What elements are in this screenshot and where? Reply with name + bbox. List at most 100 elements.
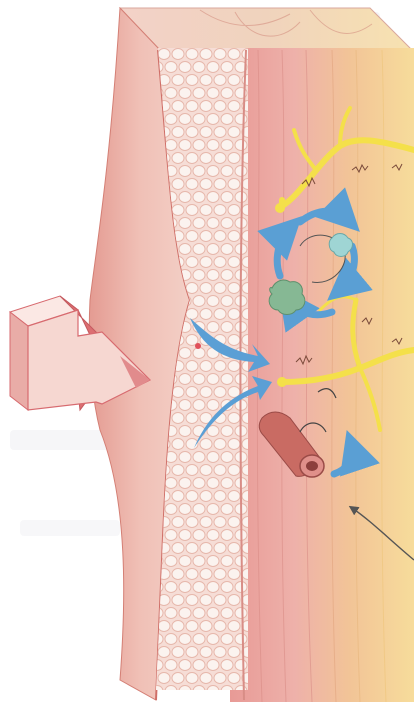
fat-cell bbox=[221, 530, 233, 541]
fat-cell bbox=[214, 101, 226, 112]
fat-cell bbox=[179, 88, 191, 99]
fat-cell bbox=[172, 569, 184, 580]
fat-cell bbox=[200, 231, 212, 242]
fat-cell bbox=[207, 452, 219, 463]
fat-cell bbox=[221, 374, 233, 385]
fat-cell bbox=[235, 114, 247, 125]
fat-cell bbox=[221, 660, 233, 671]
fat-cell bbox=[193, 634, 205, 645]
fat-cell bbox=[165, 608, 177, 619]
fat-cell bbox=[186, 595, 198, 606]
nerve-ending-bottom bbox=[277, 377, 287, 387]
fat-cell bbox=[179, 478, 191, 489]
fat-cell bbox=[207, 140, 219, 151]
fat-cell bbox=[179, 504, 191, 515]
fat-cell bbox=[179, 608, 191, 619]
fat-cell bbox=[228, 569, 240, 580]
fat-cell bbox=[214, 621, 226, 632]
fat-cell bbox=[221, 504, 233, 515]
fat-cell bbox=[186, 127, 198, 138]
fat-cell bbox=[200, 283, 212, 294]
fat-cell bbox=[228, 647, 240, 658]
fat-cell bbox=[207, 218, 219, 229]
fat-cell bbox=[200, 647, 212, 658]
fat-cell bbox=[221, 88, 233, 99]
fat-cell bbox=[228, 595, 240, 606]
fat-cell bbox=[228, 491, 240, 502]
fat-cell bbox=[228, 75, 240, 86]
fat-cell bbox=[228, 127, 240, 138]
fat-cell bbox=[193, 218, 205, 229]
fat-cell bbox=[193, 504, 205, 515]
fat-cell bbox=[165, 686, 177, 697]
fat-cell bbox=[214, 283, 226, 294]
fat-cell bbox=[172, 153, 184, 164]
fat-cell bbox=[214, 439, 226, 450]
fat-cell bbox=[186, 179, 198, 190]
fat-cell bbox=[207, 660, 219, 671]
fat-cell bbox=[186, 283, 198, 294]
fat-cell bbox=[193, 62, 205, 73]
fat-cell bbox=[200, 49, 212, 60]
fat-cell bbox=[186, 387, 198, 398]
fat-cell bbox=[172, 101, 184, 112]
fat-cell bbox=[186, 647, 198, 658]
fat-cell bbox=[193, 608, 205, 619]
fat-cell bbox=[200, 621, 212, 632]
fat-cell bbox=[193, 530, 205, 541]
fat-cell bbox=[200, 569, 212, 580]
nerve-ending-top bbox=[275, 203, 285, 213]
fat-cell bbox=[158, 621, 170, 632]
fat-cell bbox=[172, 205, 184, 216]
fat-cell bbox=[179, 530, 191, 541]
fat-cell bbox=[186, 465, 198, 476]
fat-cell bbox=[207, 62, 219, 73]
fat-cell bbox=[158, 673, 170, 684]
fat-cell bbox=[214, 75, 226, 86]
fat-cell bbox=[172, 179, 184, 190]
fat-cell bbox=[207, 582, 219, 593]
fat-cell bbox=[214, 647, 226, 658]
fat-cell bbox=[172, 491, 184, 502]
fat-cell bbox=[179, 582, 191, 593]
fat-cell bbox=[207, 530, 219, 541]
fat-cell bbox=[158, 49, 170, 60]
fat-cell bbox=[214, 49, 226, 60]
fat-cell bbox=[235, 582, 247, 593]
fat-cell bbox=[214, 361, 226, 372]
fat-cell bbox=[165, 556, 177, 567]
fat-cell bbox=[193, 166, 205, 177]
fat-cell bbox=[186, 309, 198, 320]
fat-cell bbox=[228, 49, 240, 60]
fat-cell bbox=[207, 322, 219, 333]
fat-cell bbox=[200, 517, 212, 528]
fat-cell bbox=[193, 660, 205, 671]
fat-cell bbox=[214, 517, 226, 528]
fat-cell bbox=[165, 114, 177, 125]
fat-cell bbox=[172, 387, 184, 398]
fat-cell bbox=[179, 348, 191, 359]
fat-cell bbox=[207, 270, 219, 281]
fat-cell bbox=[228, 153, 240, 164]
fat-cell bbox=[221, 244, 233, 255]
fat-cell bbox=[221, 296, 233, 307]
fat-cell bbox=[179, 244, 191, 255]
fat-cell bbox=[214, 569, 226, 580]
fat-cell bbox=[165, 140, 177, 151]
fat-cell bbox=[207, 504, 219, 515]
fat-cell bbox=[207, 192, 219, 203]
fat-cell bbox=[228, 517, 240, 528]
fat-cell bbox=[200, 595, 212, 606]
fat-cell bbox=[228, 413, 240, 424]
fat-cell bbox=[221, 608, 233, 619]
fat-cell bbox=[193, 478, 205, 489]
fat-cell bbox=[200, 127, 212, 138]
fat-cell bbox=[214, 673, 226, 684]
fat-cell bbox=[200, 309, 212, 320]
fat-cell bbox=[207, 608, 219, 619]
fat-cell bbox=[228, 205, 240, 216]
fat-cell bbox=[186, 257, 198, 268]
fat-cell bbox=[221, 192, 233, 203]
fat-cell bbox=[179, 218, 191, 229]
fat-cell bbox=[207, 114, 219, 125]
